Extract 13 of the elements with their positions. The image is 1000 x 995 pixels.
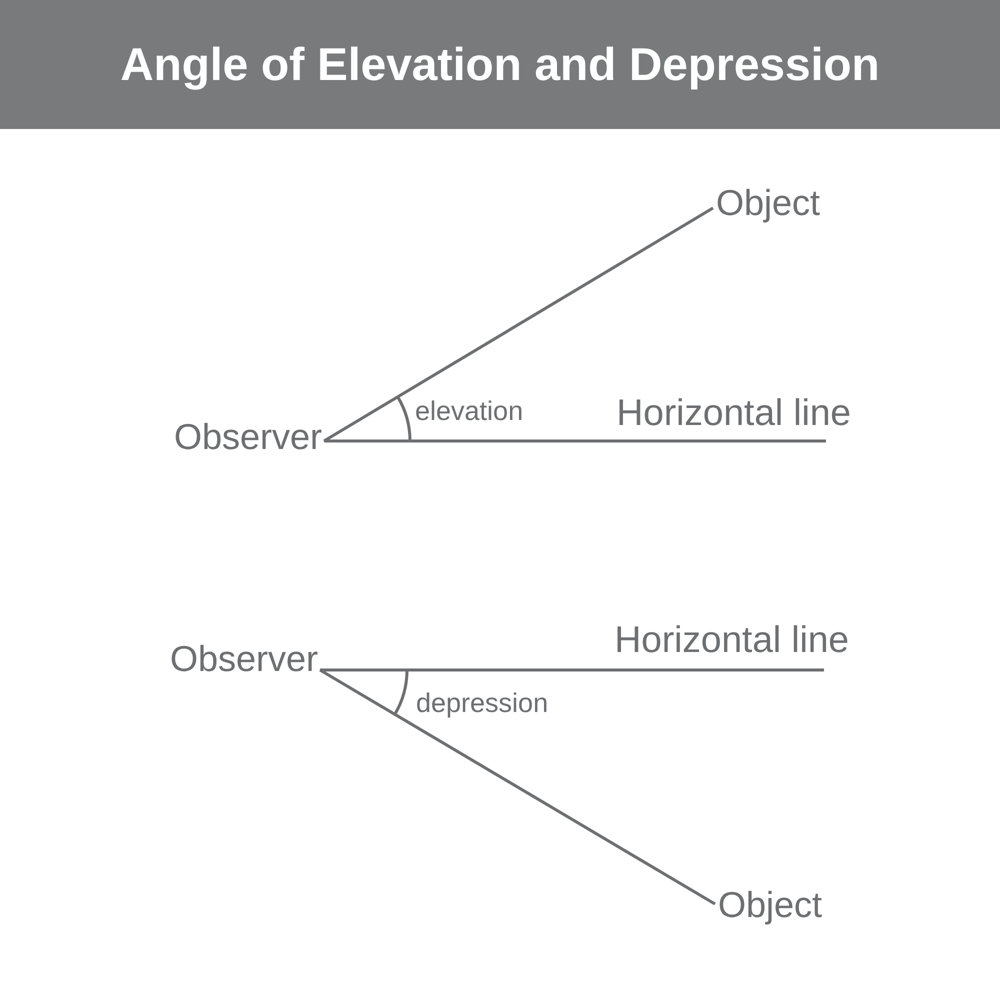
object-label: Object xyxy=(716,182,820,224)
line-label: Horizontal line xyxy=(614,619,849,661)
observer-label: Observer xyxy=(170,638,318,680)
line-label: Horizontal line xyxy=(616,392,851,434)
sight-line xyxy=(323,206,714,442)
observer-label: Observer xyxy=(174,416,322,458)
object-label: Object xyxy=(718,884,822,926)
sight-line xyxy=(319,668,716,906)
horizontal-line xyxy=(324,440,826,442)
title-text: Angle of Elevation and Depression xyxy=(120,38,880,90)
angle-label: depression xyxy=(416,688,548,718)
horizontal-line xyxy=(320,668,824,672)
angle-label: elevation xyxy=(415,396,524,426)
